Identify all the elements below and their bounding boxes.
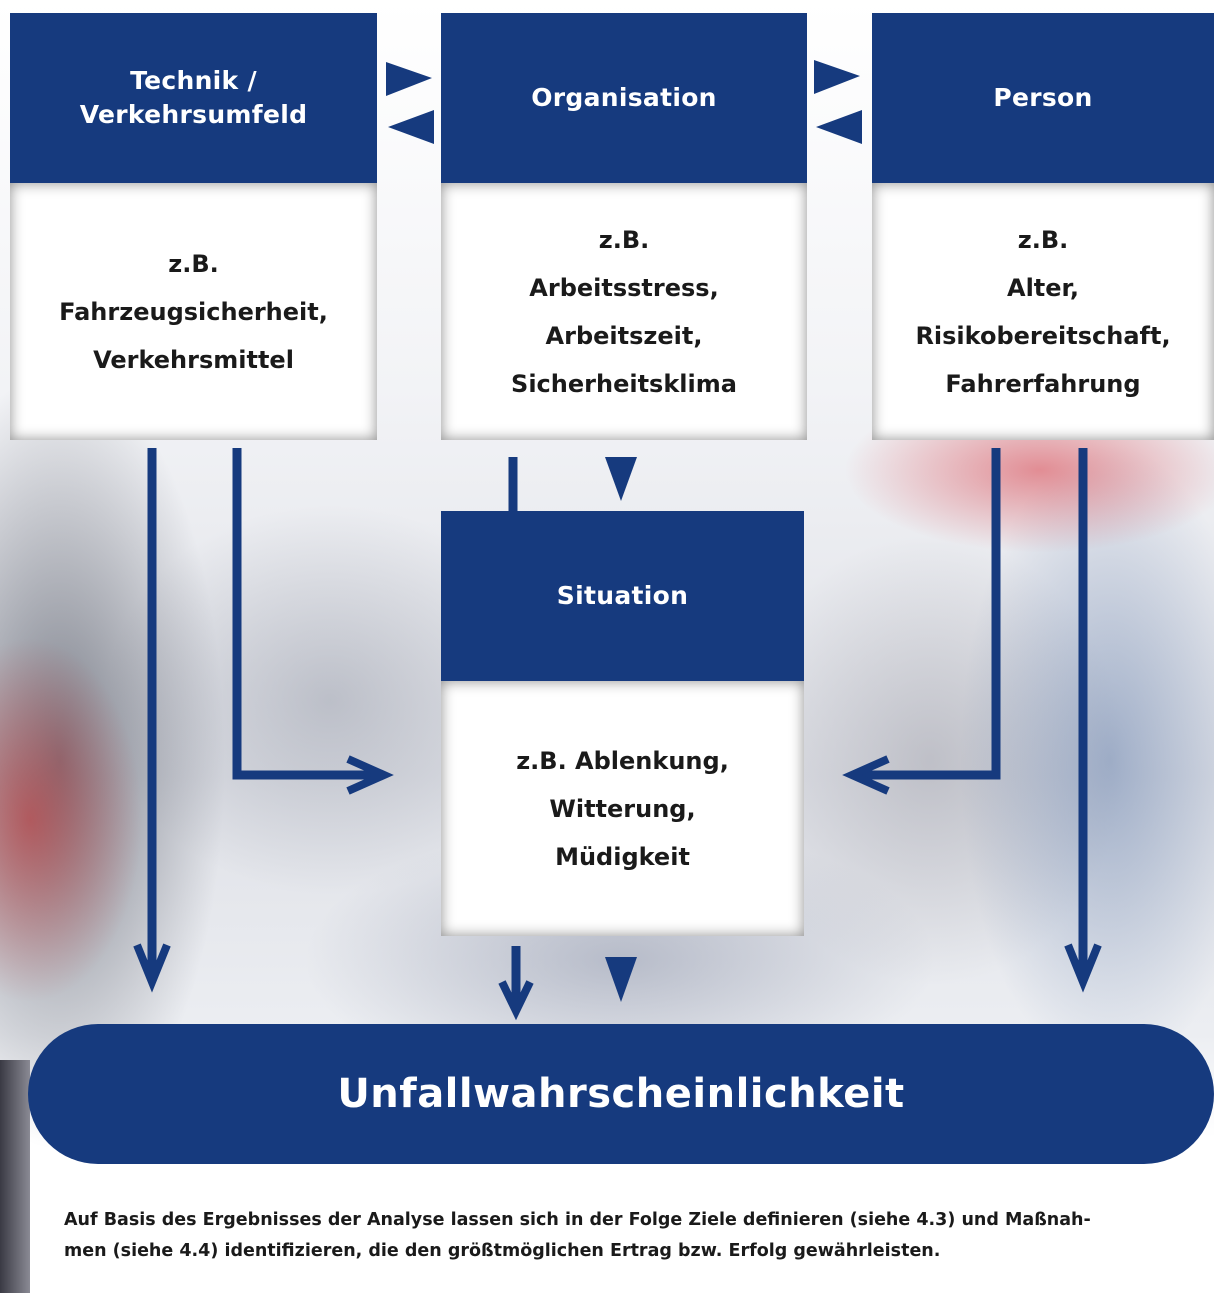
technik-title-line: Verkehrsumfeld	[79, 100, 308, 129]
person-body-line: Alter,	[1007, 273, 1079, 302]
technik-header: Technik / Verkehrsumfeld	[10, 13, 377, 183]
organisation-body-line: Arbeitsstress,	[529, 273, 719, 302]
arrow-left-person-organisation	[816, 110, 862, 144]
situation-body-line: Müdigkeit	[555, 842, 690, 871]
situation-body: z.B. Ablenkung, Witterung, Müdigkeit	[441, 681, 804, 936]
situation-to-outcome-triangle	[605, 957, 637, 1002]
technik-to-outcome-arrowhead	[133, 943, 171, 993]
arrow-right-technik-organisation	[386, 62, 432, 96]
person-to-outcome-arrowhead	[1064, 943, 1102, 993]
person-body-line: z.B.	[1017, 225, 1069, 254]
footnote-line: Auf Basis des Ergebnisses der Analyse la…	[64, 1210, 1091, 1230]
technik-body-line: Fahrzeugsicherheit,	[59, 297, 328, 326]
situation-to-outcome-arrowhead	[498, 980, 534, 1021]
situation-body-line: Witterung,	[549, 794, 696, 823]
person-header: Person	[872, 13, 1214, 183]
organisation-header: Organisation	[441, 13, 807, 183]
person-body-line: Risikobereitschaft,	[915, 321, 1171, 350]
organisation-title: Organisation	[531, 83, 717, 112]
footnote-line: men (siehe 4.4) identifizieren, die den …	[64, 1241, 941, 1261]
person-to-situation-line	[858, 448, 1001, 780]
outcome-label: Unfallwahrscheinlichkeit	[337, 1071, 905, 1117]
organisation-to-situation-triangle	[605, 457, 637, 501]
technik-title-line: Technik /	[130, 66, 257, 95]
person-to-situation-arrowhead	[842, 755, 890, 795]
organisation-body-line: Sicherheitsklima	[511, 369, 737, 398]
technik-body-line: z.B.	[168, 249, 219, 278]
technik-to-situation-line	[232, 448, 378, 780]
organisation-body-line: Arbeitszeit,	[545, 321, 703, 350]
person-title: Person	[993, 83, 1093, 112]
organisation-body: z.B. Arbeitsstress, Arbeitszeit, Sicherh…	[441, 183, 807, 440]
arrow-right-organisation-person	[814, 60, 860, 94]
footnote: Auf Basis des Ergebnisses der Analyse la…	[64, 1205, 1184, 1267]
arrow-left-organisation-technik	[388, 110, 434, 144]
situation-body-line: z.B. Ablenkung,	[516, 746, 729, 775]
technik-to-situation-arrowhead	[346, 755, 394, 795]
background-strip	[0, 1060, 30, 1293]
situation-header: Situation	[441, 511, 804, 681]
person-body-line: Fahrerfahrung	[945, 369, 1141, 398]
organisation-body-line: z.B.	[598, 225, 650, 254]
situation-title: Situation	[556, 581, 689, 610]
person-body: z.B. Alter, Risikobereitschaft, Fahrerfa…	[872, 183, 1214, 440]
technik-body: z.B. Fahrzeugsicherheit, Verkehrsmittel	[10, 183, 377, 440]
outcome-box: Unfallwahrscheinlichkeit	[28, 1024, 1214, 1164]
technik-body-line: Verkehrsmittel	[93, 345, 294, 374]
